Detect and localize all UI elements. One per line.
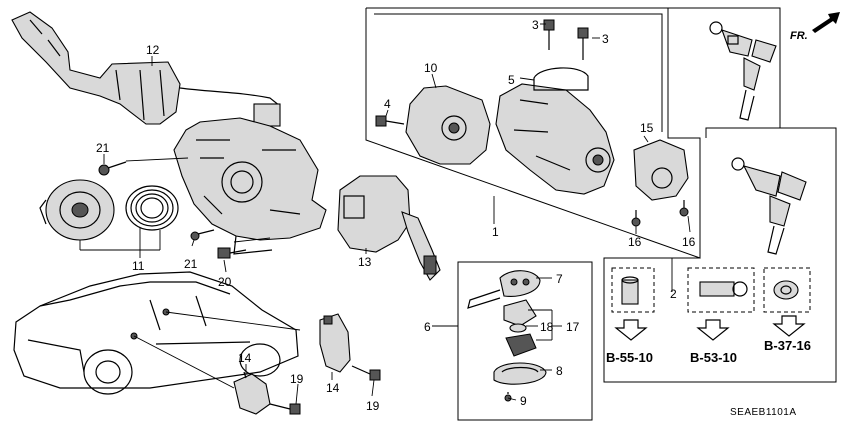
callout-10: 10 bbox=[424, 61, 438, 75]
bolt-20 bbox=[217, 247, 247, 259]
screw-16-left bbox=[631, 210, 641, 227]
callout-20: 20 bbox=[218, 275, 232, 289]
door-cylinder bbox=[621, 276, 639, 305]
door-lock-actuator-front bbox=[319, 313, 351, 373]
callout-14-left: 14 bbox=[238, 351, 252, 365]
transmitter-case-top bbox=[503, 299, 537, 327]
cylinder-box-3 bbox=[763, 267, 811, 313]
callout-15: 15 bbox=[640, 121, 654, 135]
callout-3-left: 3 bbox=[532, 18, 539, 32]
callout-7: 7 bbox=[556, 272, 563, 286]
callout-21-lower: 21 bbox=[184, 257, 198, 271]
key-fob-frame bbox=[457, 261, 593, 421]
bolt-4 bbox=[375, 115, 405, 127]
ref-arrow-1 bbox=[614, 319, 648, 341]
spring-coil bbox=[125, 185, 179, 231]
reference-link-2[interactable]: B-53-10 bbox=[690, 350, 737, 365]
vehicle-outline bbox=[13, 271, 299, 395]
cylinder-box-1 bbox=[611, 267, 655, 313]
lock-set-frame bbox=[603, 127, 837, 383]
callout-labels: 1 2 3 3 4 5 6 7 8 9 10 11 12 13 14 14 15… bbox=[96, 18, 696, 413]
column-switch-body bbox=[173, 117, 327, 255]
screw-16-right bbox=[679, 200, 689, 217]
transmitter-battery bbox=[509, 323, 527, 333]
callout-13: 13 bbox=[358, 255, 372, 269]
key-set-right bbox=[731, 157, 807, 255]
callout-1: 1 bbox=[492, 225, 499, 239]
diagram-code: SEAEB1101A bbox=[730, 407, 797, 418]
trunk-cylinder bbox=[699, 281, 748, 297]
transmitter-key bbox=[467, 270, 541, 309]
callout-5: 5 bbox=[508, 73, 515, 87]
ref-arrow-3 bbox=[772, 315, 806, 337]
callout-14-right: 14 bbox=[326, 381, 340, 395]
ref-arrow-2 bbox=[696, 319, 730, 341]
callout-21-upper: 21 bbox=[96, 141, 110, 155]
callout-18: 18 bbox=[540, 320, 554, 334]
cable-reel bbox=[39, 179, 115, 241]
steering-lock-body bbox=[495, 83, 615, 195]
callout-6: 6 bbox=[424, 320, 431, 334]
callout-3-right: 3 bbox=[602, 32, 609, 46]
screw-21-lower bbox=[190, 229, 215, 241]
callout-17: 17 bbox=[566, 320, 580, 334]
callout-2: 2 bbox=[670, 287, 677, 301]
glove-box-cylinder bbox=[773, 280, 799, 300]
bolt-3-right bbox=[577, 27, 589, 60]
arrow-icon bbox=[812, 12, 840, 33]
reference-labels[interactable]: B-55-10 B-53-10 B-37-16 bbox=[606, 338, 811, 365]
leader-lines bbox=[79, 23, 691, 405]
ignition-switch bbox=[405, 85, 491, 165]
screw-21-upper bbox=[98, 161, 127, 176]
key-cylinder-cover bbox=[633, 139, 689, 201]
transmitter-case-bottom bbox=[493, 362, 547, 385]
callout-19-right: 19 bbox=[366, 399, 380, 413]
reference-link-3[interactable]: B-37-16 bbox=[764, 338, 811, 353]
callout-8: 8 bbox=[556, 364, 563, 378]
callout-16-right: 16 bbox=[682, 235, 696, 249]
front-direction-arrow: FR. bbox=[790, 12, 840, 42]
screw-9 bbox=[504, 392, 512, 402]
key-set-top bbox=[709, 21, 777, 121]
bolt-19-lower bbox=[269, 403, 301, 415]
key-set-frame bbox=[668, 7, 781, 138]
callout-12: 12 bbox=[146, 43, 160, 57]
door-lock-actuator-rear bbox=[233, 371, 271, 415]
bolt-3-left bbox=[543, 19, 555, 50]
reference-link-1[interactable]: B-55-10 bbox=[606, 350, 653, 365]
bolt-19-right bbox=[351, 365, 381, 381]
callout-9: 9 bbox=[520, 394, 527, 408]
transmitter-board bbox=[505, 333, 537, 357]
callout-4: 4 bbox=[384, 97, 391, 111]
callout-19-lower: 19 bbox=[290, 372, 304, 386]
callout-11: 11 bbox=[132, 259, 145, 273]
cylinder-box-2 bbox=[687, 267, 755, 313]
callout-16-left: 16 bbox=[628, 235, 642, 249]
fr-label: FR. bbox=[790, 30, 808, 42]
wiper-switch bbox=[337, 175, 441, 281]
clamp-5 bbox=[533, 67, 589, 91]
combination-switch-lever bbox=[11, 11, 281, 127]
